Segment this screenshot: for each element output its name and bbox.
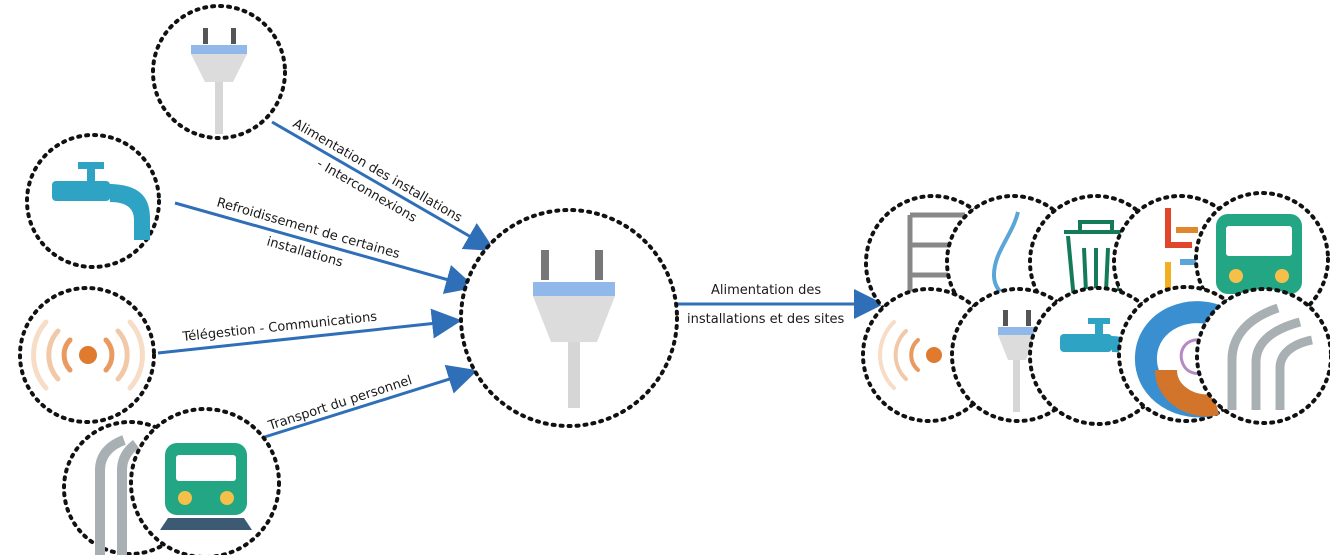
plug-icon xyxy=(998,310,1036,412)
water-tap-icon xyxy=(52,162,150,240)
label-output-line1: Alimentation des xyxy=(711,283,821,298)
arrow-water xyxy=(174,201,476,294)
node-power xyxy=(151,4,287,140)
label-output-line2: installations et des sites xyxy=(687,312,845,327)
bus-icon xyxy=(1216,214,1302,294)
cluster-item-rail xyxy=(1195,287,1330,425)
node-central-power xyxy=(459,208,679,428)
plug-icon xyxy=(191,28,247,134)
radio-signal-icon xyxy=(31,319,145,391)
node-telecom xyxy=(18,286,156,424)
node-transport xyxy=(62,407,281,555)
node-water xyxy=(25,133,161,269)
plug-icon xyxy=(533,250,615,408)
arrow-power xyxy=(271,120,496,252)
rail-track-icon xyxy=(1227,303,1314,410)
arrow-transport xyxy=(254,364,478,442)
arrow-telecom xyxy=(157,308,462,355)
train-icon xyxy=(160,443,252,530)
radio-signal-icon xyxy=(878,320,942,390)
rail-track-icon xyxy=(95,435,140,555)
label-power-line1: Alimentation des installations xyxy=(290,116,465,226)
label-transport: Transport du personnel xyxy=(266,373,414,434)
output-cluster xyxy=(861,191,1330,426)
arrows xyxy=(157,120,884,442)
